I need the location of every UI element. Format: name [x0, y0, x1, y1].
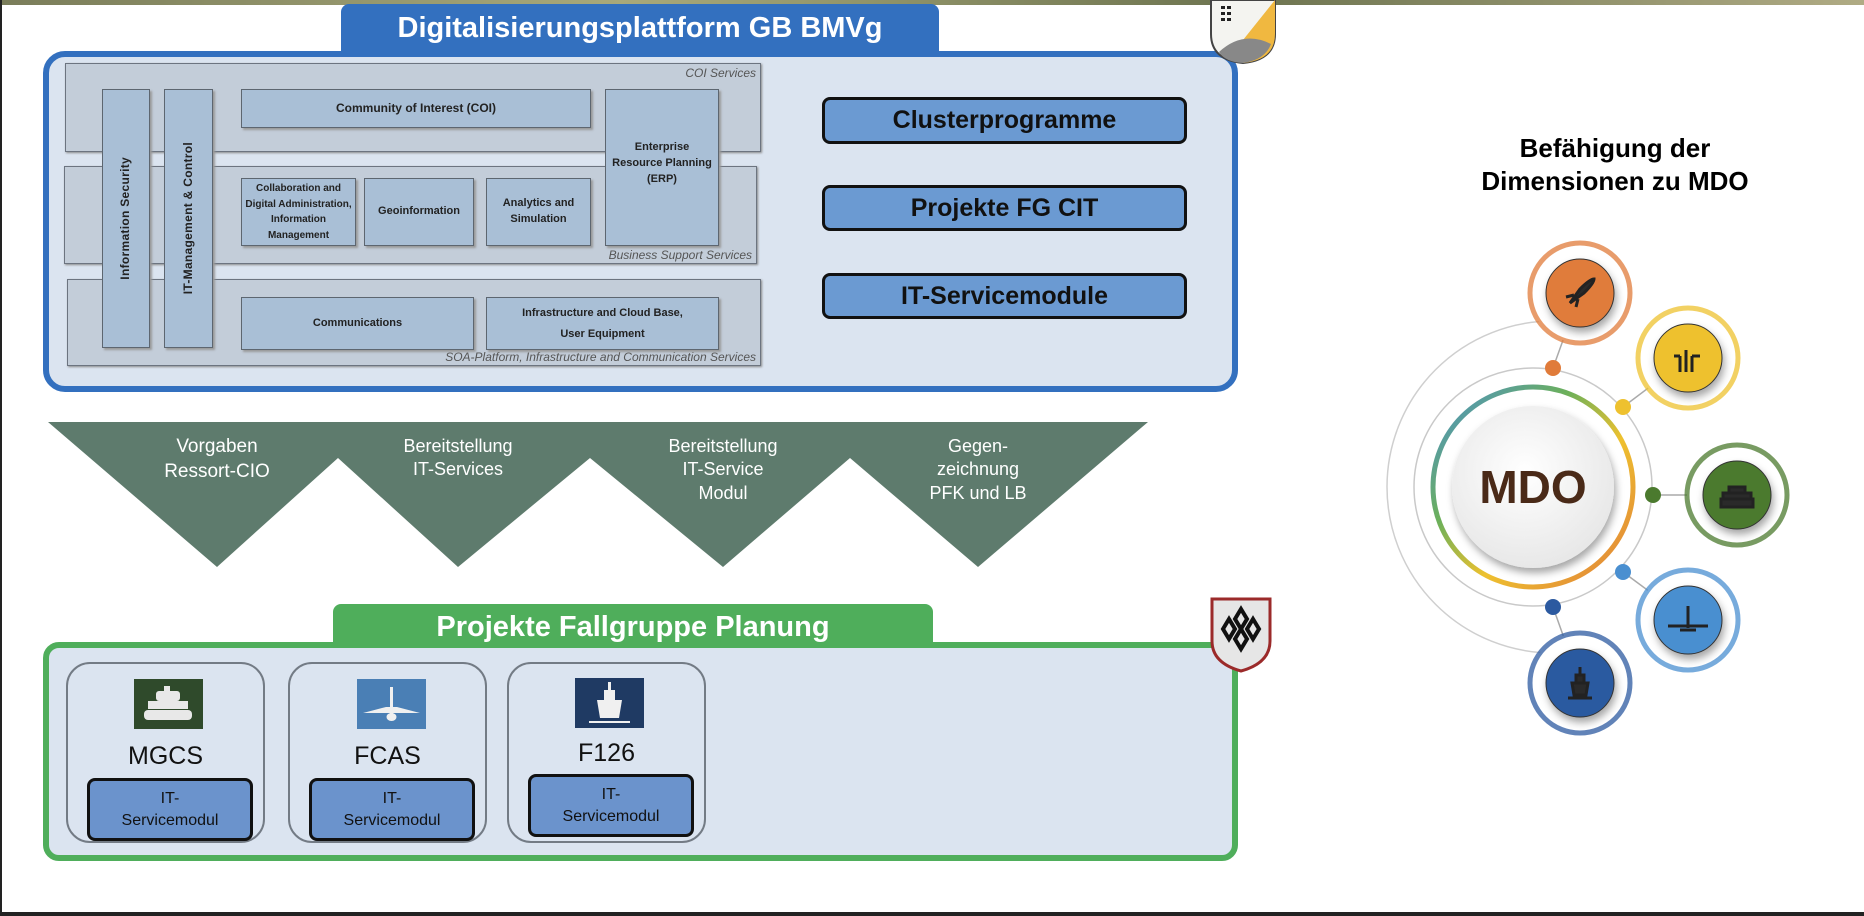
- erp-box: Enterprise Resource Planning (ERP): [605, 89, 719, 246]
- chevron-line: IT-Service: [682, 459, 764, 480]
- left-border: [0, 0, 2, 916]
- dimension-dot: [1615, 399, 1631, 415]
- projekte-fg-cit-button[interactable]: Projekte FG CIT: [822, 185, 1187, 231]
- project-card-fcas[interactable]: FCAS IT- Servicemodul: [288, 662, 487, 843]
- chevron-line: Bereitstellung: [403, 436, 513, 456]
- chevron-label-service-modul: Bereitstellung IT-Service Modul: [638, 435, 808, 505]
- geoinformation-box: Geoinformation: [364, 178, 474, 246]
- communications-box: Communications: [241, 297, 474, 350]
- chevron-line: zeichnung: [936, 459, 1020, 480]
- it-servicemodul-button[interactable]: IT- Servicemodul: [309, 778, 475, 841]
- ship-icon: [575, 678, 644, 728]
- band-label: COI Services: [685, 66, 756, 80]
- title-line: Dimensionen zu MDO: [1481, 165, 1749, 196]
- chevron-line: PFK und LB: [929, 482, 1027, 503]
- mdo-diagram: MDO: [1386, 240, 1790, 736]
- outer-arc: [1386, 320, 1554, 654]
- chevron-label-vorgaben: Vorgaben Ressort-CIO: [132, 435, 302, 484]
- shield-emblem: [1210, 597, 1272, 673]
- chevron-line: Bereitstellung: [668, 436, 778, 456]
- analytics-box: Analytics and Simulation: [486, 178, 591, 246]
- it-management-box: IT-Management & Control: [164, 89, 213, 348]
- tank-icon: [134, 679, 203, 729]
- service-label: Infrastructure and Cloud Base,: [522, 306, 683, 319]
- colored-ring: [1430, 384, 1636, 590]
- button-label: IT-: [601, 785, 621, 803]
- button-label: Servicemodul: [343, 811, 441, 829]
- chevron-label-it-services: Bereitstellung IT-Services: [373, 435, 543, 482]
- project-card-mgcs[interactable]: MGCS IT- Servicemodul: [66, 662, 265, 843]
- crest-emblem: [1210, 0, 1276, 64]
- project-name: MGCS: [128, 742, 203, 770]
- process-chevrons: [48, 422, 1148, 567]
- band-label: Business Support Services: [608, 248, 752, 262]
- chevron-line: IT-Services: [412, 459, 504, 480]
- coi-box: Community of Interest (COI): [241, 89, 591, 128]
- service-label: Analytics and: [502, 197, 575, 210]
- service-label: Management: [267, 229, 330, 241]
- service-label: Enterprise: [634, 141, 690, 153]
- clusterprogramme-button[interactable]: Clusterprogramme: [822, 97, 1187, 144]
- chevron-line: Ressort-CIO: [164, 460, 270, 482]
- it-servicemodul-button[interactable]: IT- Servicemodul: [87, 778, 253, 841]
- tank-icon: [1719, 485, 1755, 509]
- process-chevron-shape: [48, 422, 1148, 567]
- button-label: Servicemodul: [562, 807, 660, 825]
- mdo-center-circle: [1452, 406, 1614, 568]
- ship-icon: [1568, 667, 1592, 700]
- service-label: Information: [271, 214, 326, 225]
- circuit-icon: [1674, 350, 1700, 372]
- bottom-border: [0, 912, 1864, 916]
- aircraft-icon: [1668, 606, 1708, 632]
- infrastructure-box: Infrastructure and Cloud Base, User Equi…: [486, 297, 719, 350]
- chevron-line: Vorgaben: [176, 436, 258, 457]
- service-label: Collaboration and: [256, 183, 341, 194]
- dimension-dot: [1645, 487, 1661, 503]
- it-servicemodule-button[interactable]: IT-Servicemodule: [822, 273, 1187, 319]
- button-label: IT-: [160, 789, 180, 807]
- platform-title: Digitalisierungsplattform GB BMVg: [341, 4, 939, 52]
- project-name: F126: [578, 739, 635, 767]
- button-label: IT-: [382, 789, 402, 807]
- collaboration-box: Collaboration and Digital Administration…: [241, 178, 356, 246]
- service-label: User Equipment: [560, 327, 645, 340]
- service-label: Information Security: [118, 157, 133, 280]
- service-label: Resource Planning: [612, 156, 712, 169]
- service-label: Digital Administration,: [245, 198, 352, 210]
- service-label: (ERP): [647, 172, 677, 185]
- button-label: Servicemodul: [121, 811, 219, 829]
- dimension-dot: [1545, 599, 1561, 615]
- dimension-dot: [1545, 360, 1561, 376]
- title-line: Befähigung der: [1519, 133, 1711, 163]
- band-label: SOA-Platform, Infrastructure and Communi…: [445, 350, 756, 364]
- service-label: Simulation: [510, 213, 567, 225]
- connector-circle: [1413, 367, 1653, 607]
- dimension-badge[interactable]: [1653, 323, 1723, 393]
- chevron-line: Gegen-: [947, 436, 1009, 456]
- fighter-jet-icon: [357, 679, 426, 729]
- project-name: FCAS: [354, 742, 421, 770]
- chevron-line: Modul: [698, 482, 748, 503]
- dimension-dot: [1615, 564, 1631, 580]
- rocket-icon: [1565, 277, 1596, 308]
- service-label: IT-Management & Control: [180, 142, 195, 295]
- mdo-center-label: MDO: [1479, 461, 1586, 513]
- project-card-f126[interactable]: F126 IT- Servicemodul: [507, 662, 706, 843]
- chevron-label-gegenzeichnung: Gegen- zeichnung PFK und LB: [893, 435, 1063, 505]
- mdo-title: Befähigung der Dimensionen zu MDO: [1430, 132, 1800, 197]
- top-background-strip: [0, 0, 1864, 5]
- it-servicemodul-button[interactable]: IT- Servicemodul: [528, 774, 694, 837]
- information-security-box: Information Security: [102, 89, 150, 348]
